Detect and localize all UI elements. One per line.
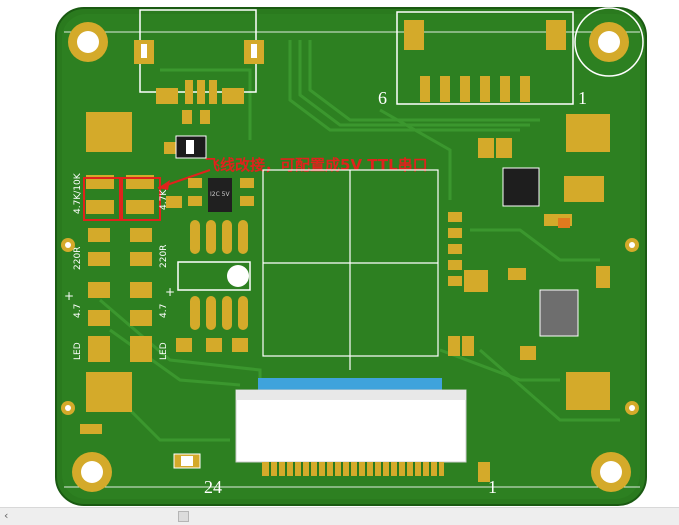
horizontal-scrollbar[interactable]: ‹	[0, 507, 679, 525]
label-left-plus-2: +	[165, 285, 175, 299]
connector-bottom-pin-last: 1	[488, 477, 497, 497]
label-left-top-2: 4.7K	[159, 189, 169, 210]
label-left-mid-1: 220R	[73, 247, 83, 270]
label-left-lower-2: 4.7	[159, 304, 169, 318]
label-left-lower-1: 4.7	[73, 304, 83, 318]
top-left-connector	[134, 9, 264, 104]
chevron-left-icon[interactable]: ‹	[4, 509, 9, 522]
label-left-top-1: 4.7K/10K	[73, 172, 83, 214]
board-edge-lines	[64, 31, 640, 488]
oval-pads	[190, 220, 248, 330]
annotation-text: 飞线改接，可配置成5V TTL串口	[205, 156, 428, 174]
label-left-mid-2: 220R	[159, 245, 169, 268]
mounting-hole-tr	[574, 7, 644, 77]
top-right-connector: 6 1	[378, 11, 587, 108]
scroll-thumb[interactable]	[178, 511, 189, 522]
chip-label: I2C 5V	[210, 191, 231, 198]
label-left-bot-1: LED	[73, 342, 83, 360]
mounting-hole-tl	[68, 22, 108, 62]
left-pads	[80, 112, 182, 434]
crystal-outline	[177, 261, 251, 291]
connector-top-pin-first: 6	[378, 88, 387, 108]
annotation-boxes	[83, 177, 161, 221]
connector-top-pin-last: 1	[578, 88, 587, 108]
pcb-board-view: 6 1 飞线改接，可配置成5V TTL串口 4.7K/10K 4.7K	[55, 7, 647, 506]
orange-component	[558, 218, 570, 228]
pcb-viewport[interactable]: 6 1 飞线改接，可配置成5V TTL串口 4.7K/10K 4.7K	[0, 0, 679, 507]
mounting-hole-br	[591, 452, 631, 492]
label-left-bot-2: LED	[159, 342, 169, 360]
small-ics: I2C 5V	[175, 135, 579, 337]
mounting-hole-bl	[72, 452, 112, 492]
small-smd-pads	[176, 110, 610, 482]
connector-bottom-pin-first: 24	[204, 477, 222, 497]
bottom-fpc-connector: 24 1	[173, 378, 497, 497]
copper-traces	[99, 40, 620, 442]
board-inner-pattern	[62, 14, 640, 499]
label-left-plus-1: +	[64, 289, 74, 303]
main-chip-outline	[262, 169, 439, 370]
